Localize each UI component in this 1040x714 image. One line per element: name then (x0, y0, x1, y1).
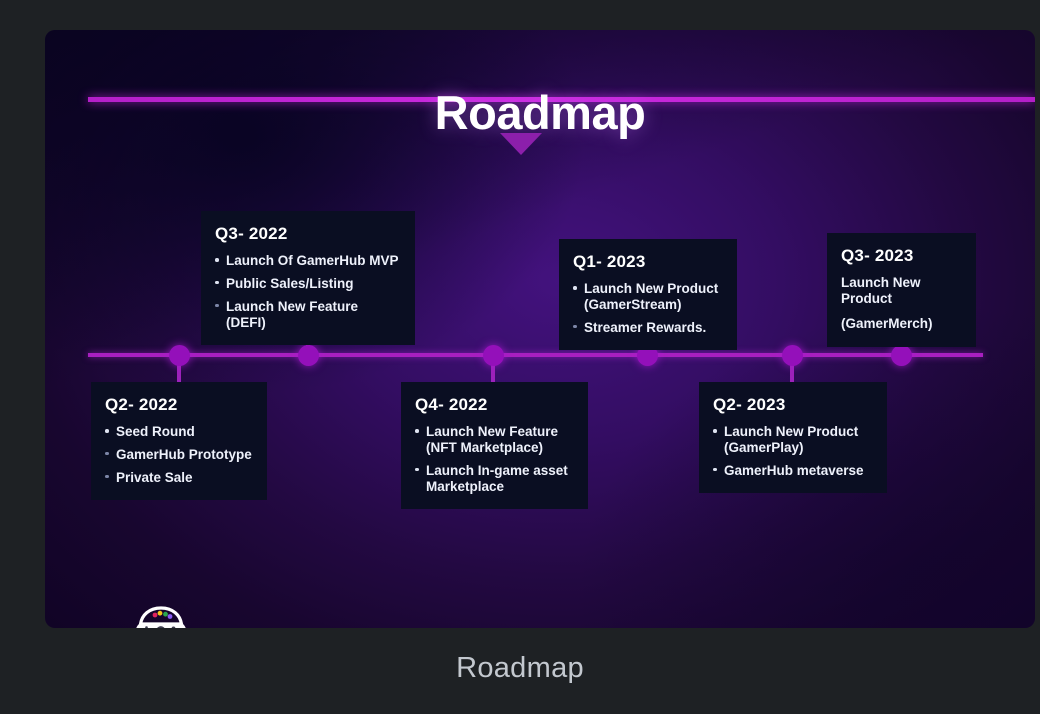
down-caret-icon (500, 133, 542, 155)
milestone-text-line: Launch New Product (841, 275, 921, 307)
timeline-axis (88, 353, 983, 357)
bullet-icon (713, 467, 717, 472)
milestone-list-item: Launch New Product (GamerPlay) (713, 424, 873, 456)
milestone-list-item: Private Sale (105, 470, 253, 486)
milestone-list-item: Launch Of GamerHub MVP (215, 253, 401, 269)
milestone-list-item: Launch New Feature (DEFI) (215, 299, 401, 331)
milestone-list-item: Launch In-game asset Marketplace (415, 463, 574, 495)
milestone-title: Q4- 2022 (415, 395, 488, 414)
bullet-icon (105, 429, 109, 433)
milestone-list-item: Launch New Product (GamerStream) (573, 281, 723, 313)
bullet-icon (573, 324, 577, 329)
timeline-dot[interactable] (298, 345, 319, 366)
milestone-title: Q3- 2022 (215, 224, 288, 243)
milestone-list: Launch New Feature (NFT Marketplace) Laun… (415, 424, 574, 495)
milestone-title: Q3- 2023 (841, 246, 914, 265)
page-title: Roadmap (434, 86, 646, 139)
milestone-list-item: GamerHub metaverse (713, 463, 873, 479)
slide-caption: Roadmap (456, 652, 584, 684)
bullet-icon (415, 467, 419, 472)
bullet-icon (105, 474, 109, 479)
bullet-icon (215, 280, 219, 285)
milestone-title: Q2- 2022 (105, 395, 178, 414)
bullet-icon (215, 303, 219, 308)
bullet-icon (415, 429, 419, 433)
milestone-list-item: Seed Round (105, 424, 253, 440)
milestone-list-item: Public Sales/Listing (215, 276, 401, 292)
milestone-list: Launch New Product (GamerPlay) GamerHub m… (713, 424, 873, 479)
timeline-dot[interactable] (483, 345, 504, 366)
milestone-title: Q2- 2023 (713, 395, 786, 414)
bullet-icon (573, 286, 577, 290)
gamepad-logo-icon (133, 604, 189, 628)
milestone-list: Launch New Product (GamerStream) Streamer… (573, 281, 723, 336)
timeline-dot[interactable] (169, 345, 190, 366)
bullet-icon (105, 451, 109, 456)
milestone-list-item: Launch New Feature (NFT Marketplace) (415, 424, 574, 456)
timeline-dot[interactable] (891, 345, 912, 366)
bullet-icon (713, 429, 717, 433)
milestone-list: Launch Of GamerHub MVP Public Sales/Listi… (215, 253, 401, 331)
milestone-text-line: (GamerMerch) (841, 316, 933, 332)
timeline-dot[interactable] (782, 345, 803, 366)
bullet-icon (215, 258, 219, 262)
milestone-list-item: GamerHub Prototype (105, 447, 253, 463)
milestone-list-item: Streamer Rewards. (573, 320, 723, 336)
milestone-title: Q1- 2023 (573, 252, 646, 271)
